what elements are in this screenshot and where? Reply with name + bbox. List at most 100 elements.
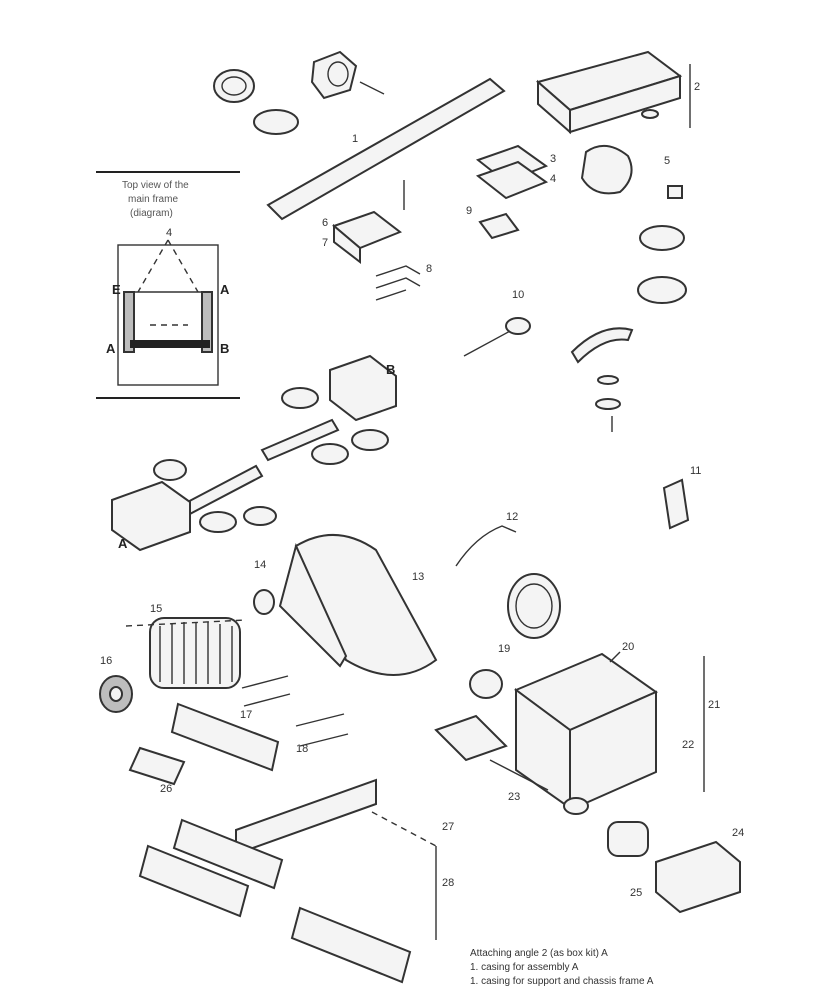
flange-b-1 — [281, 387, 319, 409]
callout-26: 26 — [160, 783, 172, 795]
washer-2 — [595, 398, 621, 410]
group-label-b: B — [386, 362, 395, 377]
top-box-front — [569, 74, 681, 134]
mount-block-side — [333, 223, 361, 265]
chassis-frames: 26 27 28 — [128, 702, 454, 984]
callout-2: 2 — [694, 81, 700, 93]
washer-1 — [597, 375, 619, 385]
gearbox-assembly: 20 21 22 23 24 25 — [434, 641, 744, 914]
callout-16: 16 — [100, 655, 112, 667]
main-motor-assembly: 12 13 14 15 16 17 18 19 — [99, 511, 561, 755]
hose-part — [570, 327, 634, 364]
chassis-bracket-small — [128, 746, 186, 786]
callout-27: 27 — [442, 821, 454, 833]
pulley-hub — [109, 686, 123, 702]
flange-a-1 — [153, 459, 187, 481]
shaft-washer — [563, 797, 589, 815]
callout-3: 3 — [550, 153, 556, 165]
gearbox-front — [569, 690, 657, 812]
key-head — [505, 317, 531, 335]
top-parts-group: 1 2 — [213, 50, 700, 221]
bracket-small — [478, 212, 520, 240]
cable-part — [455, 525, 517, 567]
motor-side — [278, 543, 348, 668]
inset-label-a-top: A — [220, 282, 230, 297]
gear-housing — [655, 840, 741, 914]
legend-notes: Attaching angle 2 (as box kit) A 1. casi… — [470, 948, 654, 987]
chassis-beam — [235, 778, 377, 856]
flange-a-3 — [243, 506, 277, 526]
shaft-sleeve — [434, 714, 508, 762]
callout-8: 8 — [426, 263, 432, 275]
callout-10: 10 — [512, 289, 524, 301]
clamp-part-right-2 — [637, 276, 687, 304]
rod-3 — [295, 713, 345, 727]
inset-frame-diagram: Top view of the main frame (diagram) 4 E… — [96, 171, 240, 399]
callout-21: 21 — [708, 699, 720, 711]
assembly-b-housing — [329, 354, 397, 422]
rod-4 — [299, 733, 349, 747]
right-small-bracket: 11 — [662, 465, 701, 530]
callout-13: 13 — [412, 571, 424, 583]
bearing-cap — [469, 669, 503, 699]
flange-b-3 — [311, 443, 349, 465]
long-shaft-part — [266, 77, 506, 221]
chassis-plate-4 — [290, 906, 412, 984]
small-block-part — [667, 185, 683, 199]
callout-22: 22 — [682, 739, 694, 751]
chassis-plate-3 — [138, 844, 250, 918]
inset-crossbar-bottom — [130, 340, 210, 348]
end-cap-ring — [515, 583, 553, 629]
flange-a-2 — [199, 511, 237, 533]
small-washer-top — [641, 109, 659, 119]
coupling-part — [253, 589, 275, 615]
callout-15: 15 — [150, 603, 162, 615]
callout-17: 17 — [240, 709, 252, 721]
ring-inner — [221, 76, 247, 96]
callout-12: 12 — [506, 511, 518, 523]
inset-leader-left — [137, 239, 169, 293]
inset-label-a-bottom: A — [106, 341, 116, 356]
inset-outline — [117, 244, 219, 386]
bearing-housing-part — [310, 50, 358, 100]
callout-9: 9 — [466, 205, 472, 217]
bracket-plate-2 — [475, 160, 549, 200]
bearing-hole — [327, 61, 349, 87]
fan-rotor — [149, 617, 241, 689]
legend-line-2: 1. casing for assembly A — [470, 962, 579, 973]
callout-24: 24 — [732, 827, 744, 839]
legend-line-3: 1. casing for support and chassis frame … — [470, 976, 654, 987]
chassis-dim-1 — [371, 811, 437, 847]
chassis-plate-2 — [172, 818, 284, 890]
inset-caption-line-2: main frame — [128, 194, 178, 205]
callout-6: 6 — [322, 217, 328, 229]
bracket-vertical — [662, 478, 690, 530]
callout-7: 7 — [322, 237, 328, 249]
rod-1 — [241, 675, 289, 689]
ring-part — [213, 69, 255, 103]
callout-1: 1 — [352, 133, 358, 145]
gear-part — [607, 821, 649, 857]
callout-11: 11 — [690, 465, 701, 477]
clamp-part-right-1 — [639, 225, 685, 251]
spring-clips — [375, 265, 421, 301]
motor-body — [294, 534, 438, 676]
drive-shaft — [489, 759, 549, 791]
callout-25: 25 — [630, 887, 642, 899]
inset-right-rail — [201, 291, 213, 353]
rod-2 — [243, 693, 291, 707]
inset-caption-line-1: Top view of the — [122, 180, 189, 191]
inset-caption-line-3: (diagram) — [130, 208, 173, 219]
legend-line-1: Attaching angle 2 (as box kit) A — [470, 948, 608, 959]
assembly-a-housing — [111, 480, 191, 552]
axle-assembly: B A — [111, 354, 397, 552]
group-label-a: A — [118, 536, 128, 551]
callout-5: 5 — [664, 155, 670, 167]
callout-14: 14 — [254, 559, 266, 571]
callout-20: 20 — [622, 641, 634, 653]
callout-18: 18 — [296, 743, 308, 755]
axle-upper — [260, 418, 340, 462]
key-rod — [463, 329, 513, 357]
callout-19: 19 — [498, 643, 510, 655]
